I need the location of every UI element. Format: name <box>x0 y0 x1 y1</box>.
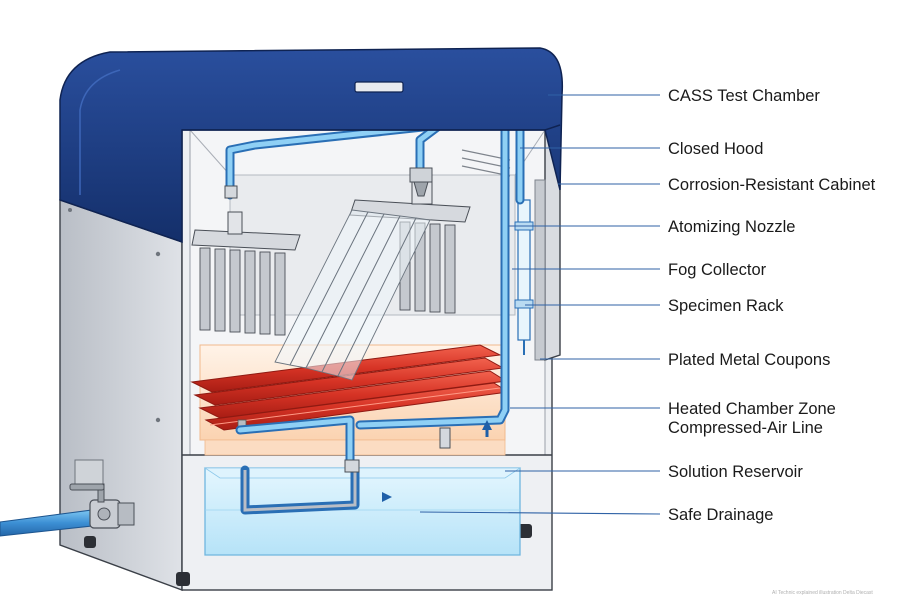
foot-front-left <box>176 572 190 586</box>
solution-reservoir <box>203 467 522 556</box>
fog-collector <box>514 199 534 355</box>
specimen-rack-left <box>191 211 301 336</box>
leader-lines <box>419 94 661 515</box>
label-plated-metal-coupons: Plated Metal Coupons <box>668 351 830 369</box>
label-safe-drainage: Safe Drainage <box>668 506 774 524</box>
flow-arrow-icon <box>382 420 492 502</box>
valve-icon[interactable] <box>69 483 135 529</box>
label-compressed-air-line: Compressed-Air Line <box>668 419 823 437</box>
label-solution-reservoir: Solution Reservoir <box>668 463 803 481</box>
cabinet-left-face <box>59 199 183 592</box>
watermark: AI Technic explained illustration Delta … <box>772 590 873 596</box>
specimen-rack <box>274 177 471 381</box>
hood-handle[interactable] <box>354 81 404 93</box>
safe-drainage <box>0 483 135 537</box>
label-atomizing-nozzle: Atomizing Nozzle <box>668 218 795 236</box>
closed-hood <box>59 47 564 244</box>
label-cass-test-chamber: CASS Test Chamber <box>668 87 820 105</box>
label-closed-hood: Closed Hood <box>668 140 763 158</box>
label-heated-chamber-zone: Heated Chamber Zone <box>668 400 836 418</box>
label-fog-collector: Fog Collector <box>668 261 767 279</box>
label-corrosion-resistant-cabinet: Corrosion-Resistant Cabinet <box>668 176 876 194</box>
atomizing-nozzle <box>409 167 433 197</box>
foot-back-left <box>84 536 96 548</box>
foot-front-right <box>518 524 532 538</box>
label-specimen-rack: Specimen Rack <box>668 297 784 315</box>
callout-labels: CASS Test Chamber Closed Hood Corrosion-… <box>668 87 876 524</box>
